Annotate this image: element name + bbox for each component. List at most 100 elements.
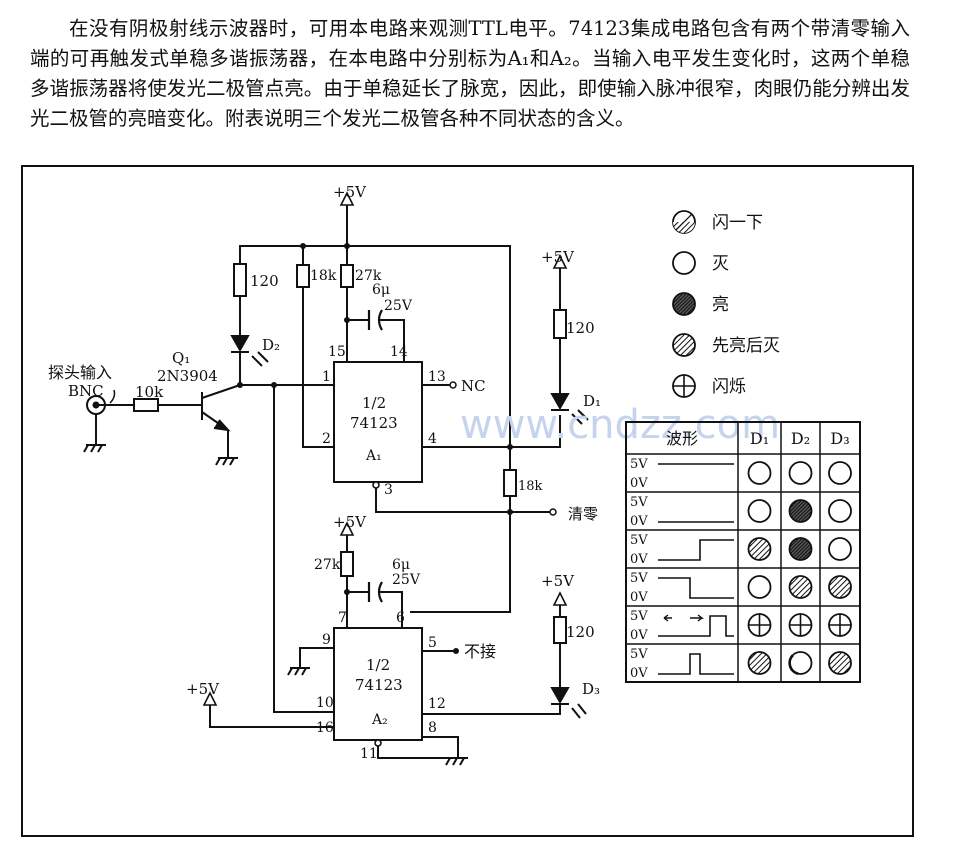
bnc-label: BNC	[68, 382, 104, 400]
resistor-27k-b	[340, 551, 354, 577]
legend-icon-dark	[672, 292, 696, 316]
ic-b-ref: A₂	[371, 712, 388, 728]
capacitor-b-plate2	[377, 581, 383, 603]
vcc-arrows	[202, 191, 568, 706]
led-d2-symbol	[230, 335, 250, 353]
pin-b16: 16	[316, 720, 334, 736]
ic-a-half: 1/2	[362, 394, 386, 412]
table-header: D₁	[750, 429, 769, 448]
high-level-label: 5V	[630, 495, 648, 510]
ground-bnc	[83, 444, 106, 453]
ic-b-part: 74123	[355, 676, 403, 694]
table-header: 波形	[666, 429, 698, 448]
low-level-label: 0V	[630, 666, 648, 681]
watermark: www.cndzz.com	[460, 402, 780, 448]
waveform-fall	[658, 577, 734, 599]
led-state-icon-half	[788, 651, 813, 676]
ic-a-part: 74123	[350, 414, 398, 432]
high-level-label: 5V	[630, 609, 648, 624]
legend-label: 灭	[712, 254, 729, 274]
led-d3-symbol	[550, 687, 570, 705]
bnc-connector	[86, 389, 116, 415]
legend-label: 亮	[712, 295, 729, 315]
r-27k-b-label: 27k	[314, 557, 341, 573]
ic-a2-pin11-bubble	[374, 739, 382, 747]
led-state-icon-hatched	[828, 651, 852, 675]
led-state-icon-empty	[828, 461, 852, 485]
resistors	[133, 263, 567, 644]
pin-a14: 14	[390, 344, 408, 360]
capacitor-a-plate2	[377, 309, 383, 331]
no-connect-label: 不接	[464, 642, 496, 661]
pin-b7: 7	[338, 610, 347, 626]
pin-b6: 6	[396, 610, 405, 626]
led-state-icon-hatched	[828, 575, 852, 599]
pin-a4: 4	[428, 431, 437, 447]
r-27k-a-label: 27k	[355, 268, 382, 284]
legend-icon-empty	[672, 251, 696, 275]
pin-b10: 10	[316, 695, 334, 711]
junctions	[237, 243, 513, 654]
led-state-icon-hatched	[747, 651, 772, 675]
led-state-icon-empty	[747, 575, 772, 599]
pin-b8: 8	[428, 720, 437, 736]
cap-a-voltage: 25V	[384, 298, 413, 314]
legend-label: 闪一下	[712, 213, 763, 233]
r-led2-label: 120	[250, 272, 279, 290]
low-level-label: 0V	[630, 590, 648, 605]
led-d3-label: D₃	[582, 680, 600, 698]
led-d1-label: D₁	[583, 392, 601, 410]
led-state-icon-empty	[747, 461, 772, 485]
low-level-label: 0V	[630, 476, 648, 491]
leds	[230, 335, 589, 719]
waveform-rise	[658, 539, 734, 561]
led-state-icon-dark	[788, 537, 813, 561]
high-level-label: 5V	[630, 457, 648, 472]
led-state-icon-empty	[828, 499, 852, 523]
led-state-icon-hatched	[747, 537, 772, 561]
low-level-label: 0V	[630, 552, 648, 567]
led-state-icon-empty	[788, 461, 813, 485]
waveform-pulse	[658, 653, 734, 675]
resistor-27k-a	[340, 264, 354, 288]
resistor-18k-clear	[503, 469, 517, 497]
pin-b5: 5	[428, 635, 437, 651]
cap-b-voltage: 25V	[392, 572, 421, 588]
pin-a13: 13	[428, 369, 446, 385]
pin-a1: 1	[322, 369, 331, 385]
transistor-part: 2N3904	[157, 367, 218, 385]
pin-a15: 15	[328, 344, 346, 360]
led-state-icon-cross	[747, 613, 772, 637]
vcc-label-d1: +5V	[541, 248, 575, 266]
high-level-label: 5V	[630, 647, 648, 662]
description-paragraph: 在没有阴极射线示波器时，可用本电路来观测TTL电平。74123集成电路包含有两个…	[30, 14, 910, 134]
pin-b9: 9	[322, 632, 331, 648]
figure-frame	[21, 165, 914, 837]
led-d1-symbol	[550, 393, 570, 411]
capacitors	[367, 309, 383, 603]
pin-b11: 11	[360, 746, 378, 762]
ic-b-half: 1/2	[366, 656, 390, 674]
led-state-icon-empty	[747, 499, 772, 523]
table-border	[625, 421, 861, 683]
legend-label: 闪烁	[712, 377, 746, 397]
r-18k-a-label: 18k	[310, 268, 337, 284]
description-text: 在没有阴极射线示波器时，可用本电路来观测TTL电平。74123集成电路包含有两个…	[30, 17, 910, 130]
vcc-label-d3: +5V	[541, 572, 575, 590]
resistor-120-d2	[233, 263, 247, 297]
probe-input-label: 探头输入	[48, 363, 112, 382]
low-level-label: 0V	[630, 514, 648, 529]
ic-a-ref: A₁	[365, 448, 382, 464]
nc-terminal	[449, 381, 457, 389]
legend-icon-cross	[672, 374, 696, 398]
led-state-icon-empty	[828, 537, 852, 561]
